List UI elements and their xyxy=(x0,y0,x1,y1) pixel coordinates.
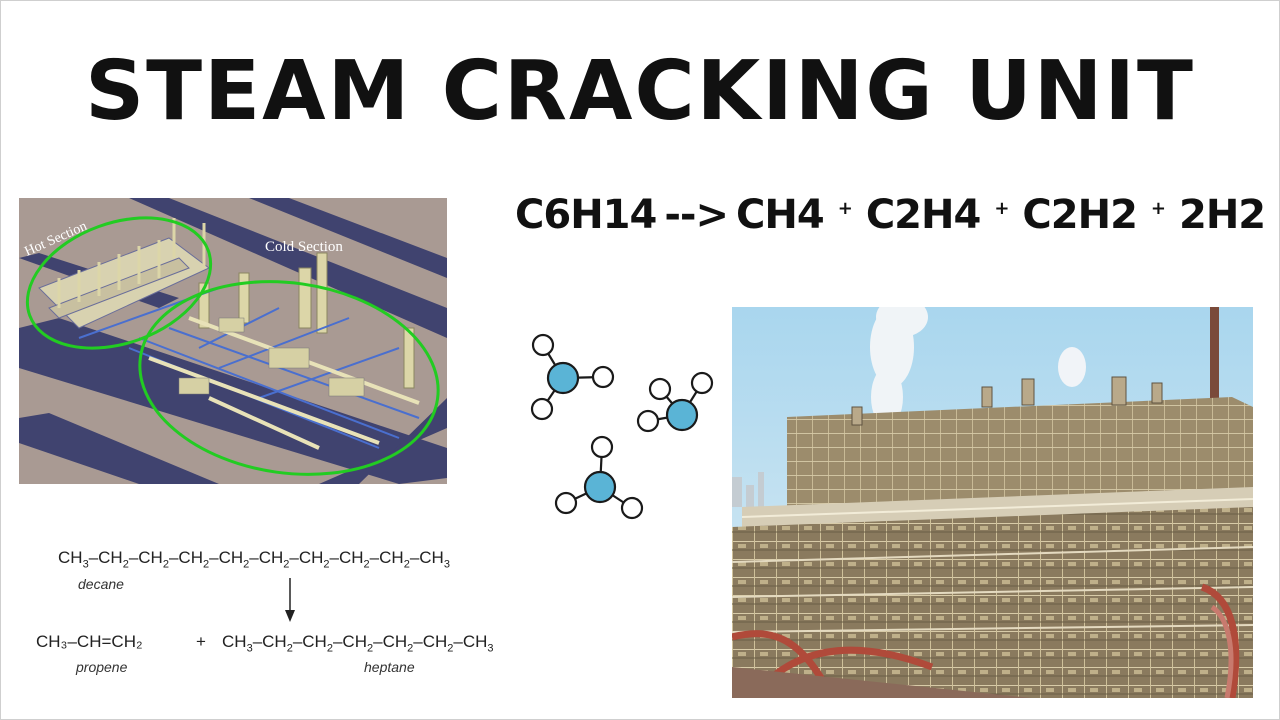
product-3: C2H2 xyxy=(1022,192,1137,238)
heptane-name: heptane xyxy=(364,659,415,675)
plus-sign: + xyxy=(837,197,853,219)
decane-formula: CH3–CH2–CH2–CH2–CH2–CH2–CH2–CH2–CH2–CH3 xyxy=(58,548,450,571)
plant-layout-illustration: Hot Section Cold Section xyxy=(19,198,447,484)
propene-name: propene xyxy=(76,659,128,675)
plant-layout-diagram: Hot Section Cold Section xyxy=(19,198,447,484)
product-2: C2H4 xyxy=(865,192,981,238)
plant-photo xyxy=(732,307,1253,698)
product-4: 2H2 xyxy=(1179,192,1266,238)
molecule-cluster xyxy=(520,325,730,525)
reactant: C6H14 xyxy=(515,192,657,238)
cold-section-label: Cold Section xyxy=(265,239,343,255)
down-arrow-icon xyxy=(285,578,295,622)
cracking-equation: C6H14-->CH4 + C2H4 + C2H2 +2H2 xyxy=(515,192,1266,238)
refinery-photo-illustration xyxy=(732,307,1253,698)
plus-sign: + xyxy=(994,197,1009,219)
page-title: STEAM CRACKING UNIT xyxy=(85,44,1195,139)
hydrocarbon-molecule-icon xyxy=(530,333,714,520)
propene-formula: CH₃–CH=CH₂ xyxy=(36,632,143,651)
reaction-arrow: --> xyxy=(664,192,729,238)
reaction-scheme: CH3–CH2–CH2–CH2–CH2–CH2–CH2–CH2–CH2–CH3 … xyxy=(30,540,590,690)
decane-name: decane xyxy=(78,576,124,592)
product-1: CH4 xyxy=(736,192,825,238)
heptane-formula: CH3–CH2–CH2–CH2–CH2–CH2–CH3 xyxy=(222,632,494,655)
plus-sign: + xyxy=(1150,197,1166,219)
plus-sign: + xyxy=(196,632,206,651)
